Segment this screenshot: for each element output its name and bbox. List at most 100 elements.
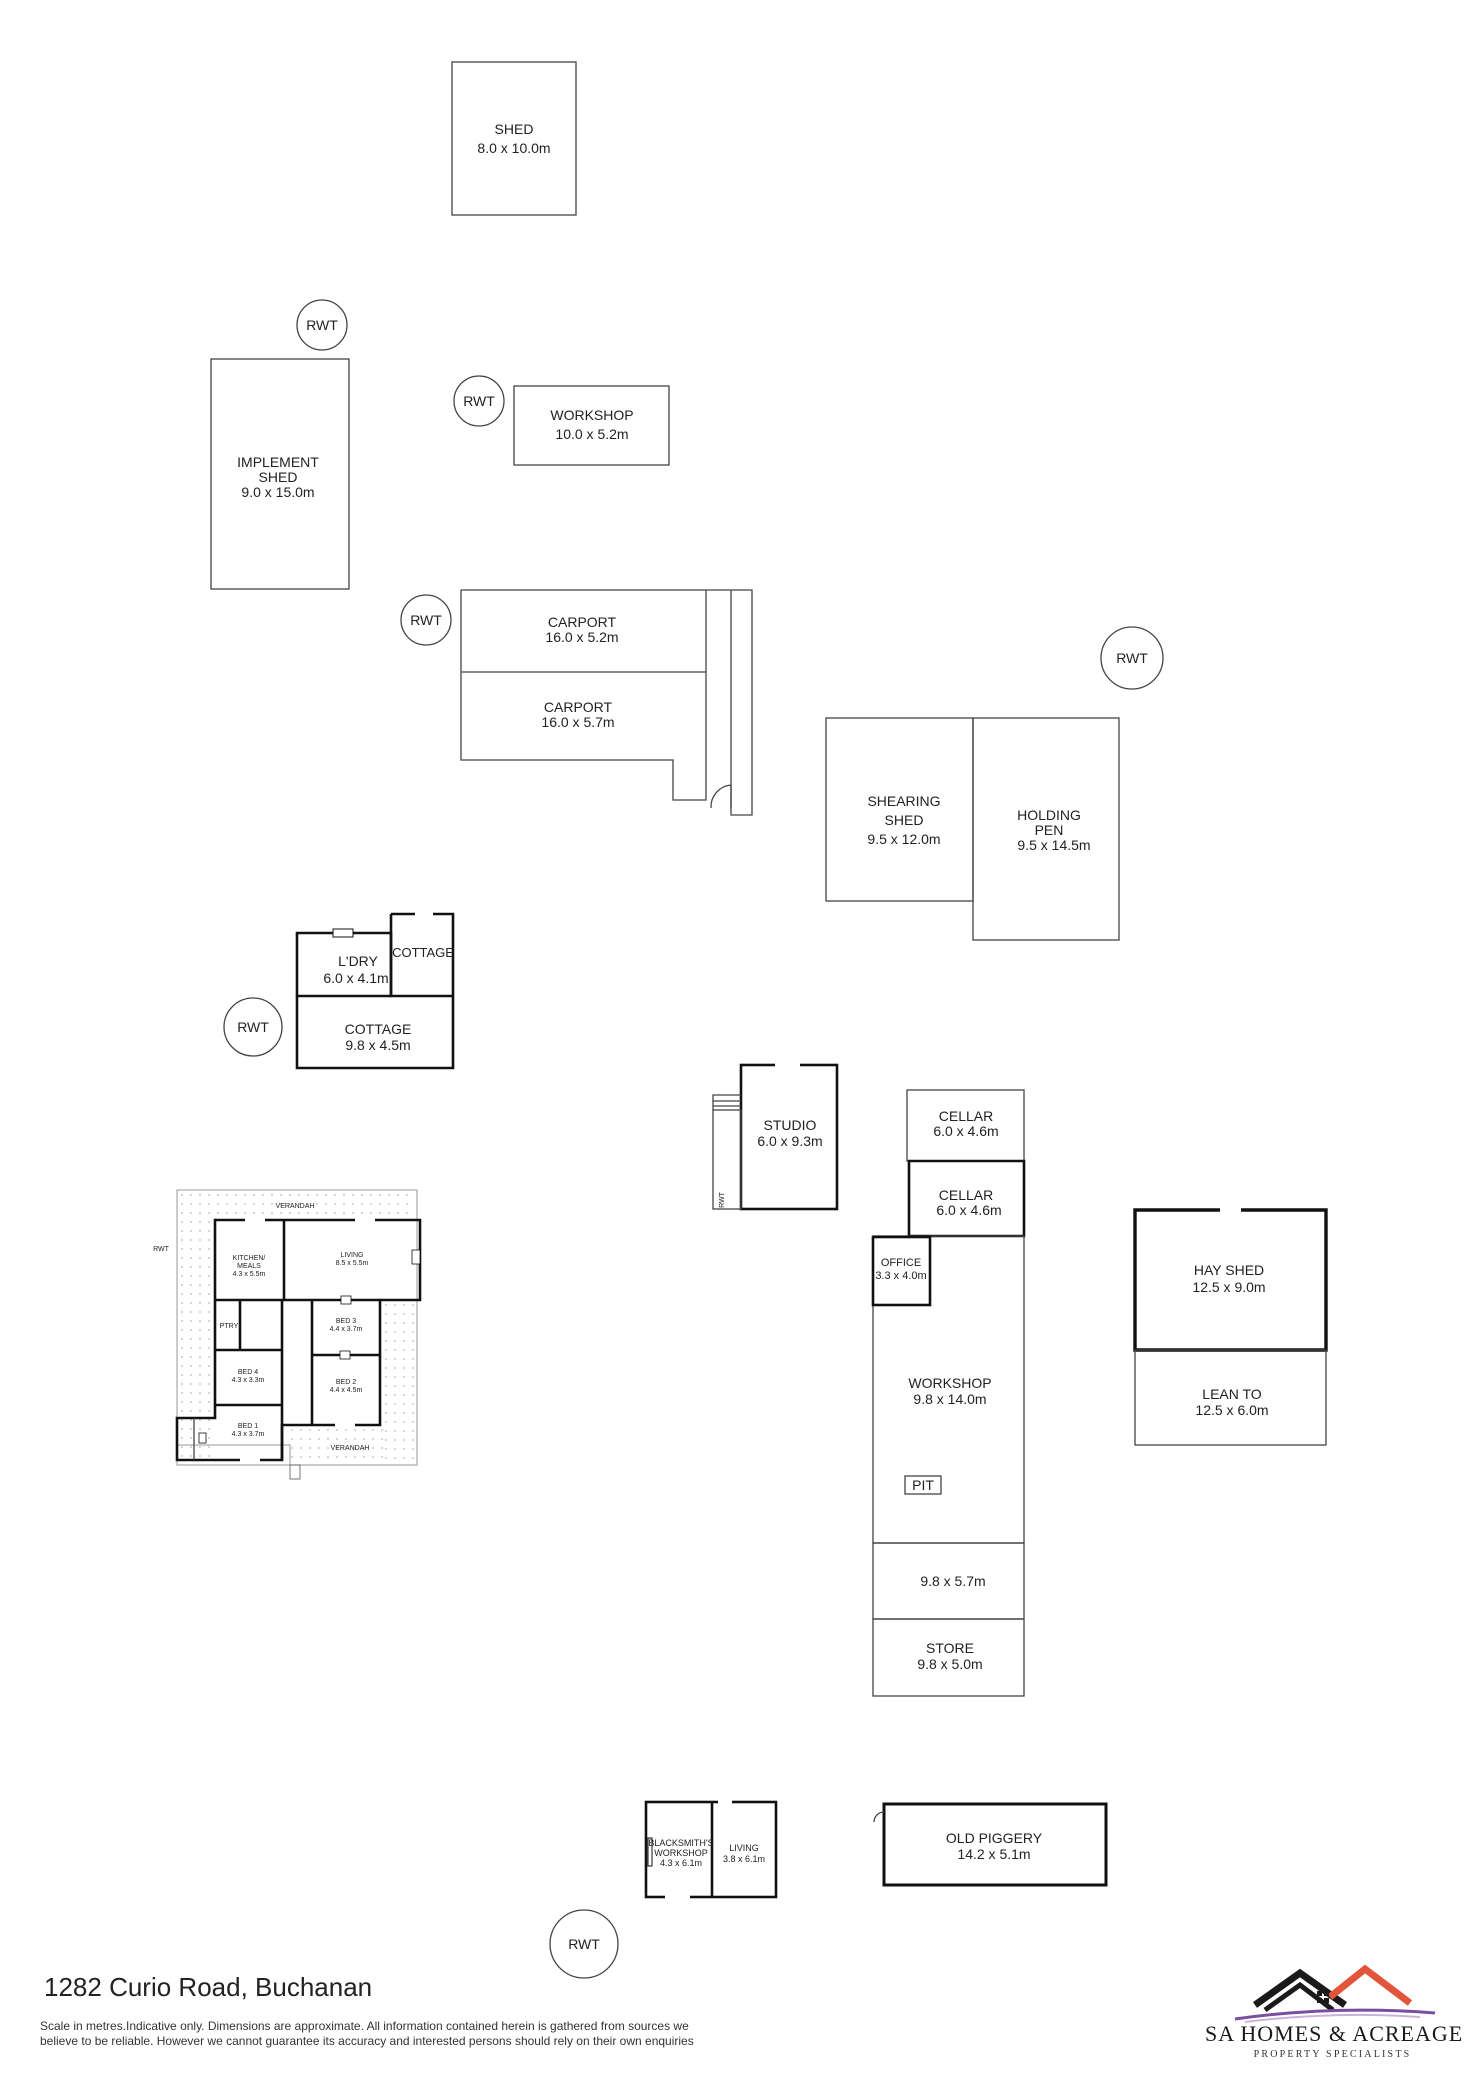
store: STORE 9.8 x 5.0m — [872, 1618, 1025, 1697]
workshop-main-size: 9.8 x 14.0m — [913, 1391, 986, 1407]
workshop-main: OFFICE 3.3 x 4.0m WORKSHOP 9.8 x 14.0m P… — [871, 1235, 1025, 1544]
rwt-tank-1: RWT — [296, 299, 348, 351]
store-name: STORE — [926, 1640, 974, 1656]
hay-shed-size: 12.5 x 9.0m — [1192, 1279, 1265, 1295]
house-rwt: RWT — [153, 1246, 170, 1253]
workshop-north-name: WORKSHOP — [550, 407, 633, 423]
rwt-label: RWT — [568, 1936, 600, 1952]
shed: SHED 8.0 x 10.0m — [451, 61, 577, 216]
brand-name: SA HOMES & ACREAGE — [1205, 2021, 1464, 2046]
rwt-tank-6: RWT — [549, 1909, 619, 1979]
rwt-label: RWT — [410, 612, 442, 628]
holding-pen-size: 9.5 x 14.5m — [1017, 837, 1090, 853]
kitchen-name-2: MEALS — [237, 1263, 261, 1270]
lean-to-size: 12.5 x 6.0m — [1195, 1402, 1268, 1418]
rwt-tank-5: RWT — [223, 997, 283, 1057]
workshop-ext-size: 9.8 x 5.7m — [920, 1573, 985, 1589]
living-small-name: LIVING — [729, 1843, 759, 1853]
bed4-size: 4.3 x 3.3m — [232, 1377, 265, 1384]
rwt-label: RWT — [463, 393, 495, 409]
workshop-north: WORKSHOP 10.0 x 5.2m — [513, 385, 670, 466]
main-house: VERANDAH VERANDAH RWT KITCHEN/ MEALS 4.3… — [153, 1189, 422, 1480]
property-address: 1282 Curio Road, Buchanan — [44, 1972, 373, 2002]
shearing-shed: SHEARING SHED 9.5 x 12.0m — [825, 717, 974, 902]
rwt-tank-3: RWT — [400, 594, 452, 646]
blacksmith-size: 4.3 x 6.1m — [660, 1858, 702, 1868]
shearing-shed-name-1: SHEARING — [867, 793, 940, 809]
bed3-size: 4.4 x 3.7m — [330, 1326, 363, 1333]
laundry-size: 6.0 x 4.1m — [323, 970, 388, 986]
carport-1-name: CARPORT — [548, 614, 617, 630]
bed3-name: BED 3 — [336, 1318, 356, 1325]
bed2-size: 4.4 x 4.5m — [330, 1387, 363, 1394]
shearing-shed-name-2: SHED — [885, 812, 924, 828]
workshop-extension: 9.8 x 5.7m — [872, 1542, 1025, 1620]
pantry-label: PTRY — [220, 1323, 239, 1330]
bed1-size: 4.3 x 3.7m — [232, 1431, 265, 1438]
holding-pen-name-1: HOLDING — [1017, 807, 1081, 823]
cellar-2-size: 6.0 x 4.6m — [936, 1202, 1001, 1218]
studio: RWT STUDIO 6.0 x 9.3m — [712, 1063, 839, 1211]
verandah-pattern — [181, 1194, 414, 1459]
brand-logo: SA HOMES & ACREAGE PROPERTY SPECIALISTS — [1205, 1955, 1464, 2075]
cellar-1: CELLAR 6.0 x 4.6m — [906, 1089, 1025, 1162]
cellar-1-size: 6.0 x 4.6m — [933, 1123, 998, 1139]
cellar-2: CELLAR 6.0 x 4.6m — [907, 1159, 1026, 1238]
old-piggery: OLD PIGGERY 14.2 x 5.1m — [873, 1802, 1108, 1887]
kitchen-name-1: KITCHEN/ — [233, 1255, 266, 1262]
implement-shed-name-2: SHED — [259, 469, 298, 485]
bed1-name: BED 1 — [238, 1423, 258, 1430]
verandah-top: VERANDAH — [276, 1203, 315, 1210]
holding-pen-name-2: PEN — [1035, 822, 1064, 838]
blacksmith-name-2: WORKSHOP — [654, 1848, 708, 1858]
cottage-small-name: COTTAGE — [392, 945, 454, 960]
studio-size: 6.0 x 9.3m — [757, 1133, 822, 1149]
blacksmith-block: BLACKSMITH'S WORKSHOP 4.3 x 6.1m LIVING … — [644, 1800, 778, 1899]
lean-to: LEAN TO 12.5 x 6.0m — [1134, 1349, 1327, 1446]
hay-shed-name: HAY SHED — [1194, 1262, 1264, 1278]
holding-pen: HOLDING PEN 9.5 x 14.5m — [972, 717, 1120, 941]
shed-name: SHED — [495, 121, 534, 137]
rwt-label: RWT — [306, 317, 338, 333]
implement-shed-name-1: IMPLEMENT — [237, 454, 319, 470]
implement-shed-size: 9.0 x 15.0m — [241, 484, 314, 500]
carport-2-name: CARPORT — [544, 699, 613, 715]
verandah-bottom: VERANDAH — [331, 1445, 370, 1452]
rwt-tank-2: RWT — [453, 375, 505, 427]
bed2-name: BED 2 — [336, 1379, 356, 1386]
cellar-1-name: CELLAR — [939, 1108, 993, 1124]
house-roof-icon — [1234, 1964, 1436, 2023]
implement-shed: IMPLEMENT SHED 9.0 x 15.0m — [210, 358, 350, 590]
disclaimer-text: Scale in metres.Indicative only. Dimensi… — [40, 2019, 694, 2048]
studio-name: STUDIO — [764, 1117, 817, 1133]
lean-to-name: LEAN TO — [1202, 1386, 1262, 1402]
cellar-2-name: CELLAR — [939, 1187, 993, 1203]
shed-size: 8.0 x 10.0m — [477, 140, 550, 156]
hay-shed: HAY SHED 12.5 x 9.0m — [1133, 1208, 1328, 1352]
living-size: 8.5 x 5.5m — [336, 1260, 369, 1267]
store-size: 9.8 x 5.0m — [917, 1656, 982, 1672]
shearing-shed-size: 9.5 x 12.0m — [867, 831, 940, 847]
kitchen-size: 4.3 x 5.5m — [233, 1271, 266, 1278]
living-name: LIVING — [341, 1252, 364, 1259]
old-piggery-name: OLD PIGGERY — [946, 1830, 1043, 1846]
blacksmith-name-1: BLACKSMITH'S — [648, 1838, 713, 1848]
svg-text:RWT: RWT — [719, 1191, 726, 1208]
bed4-name: BED 4 — [238, 1369, 258, 1376]
laundry-name: L'DRY — [338, 953, 378, 969]
workshop-north-size: 10.0 x 5.2m — [555, 426, 628, 442]
rwt-label: RWT — [1116, 650, 1148, 666]
rwt-label: RWT — [237, 1019, 269, 1035]
office-size: 3.3 x 4.0m — [875, 1270, 926, 1282]
brand-tagline: PROPERTY SPECIALISTS — [1253, 2049, 1412, 2060]
carport-1-size: 16.0 x 5.2m — [545, 629, 618, 645]
office-name: OFFICE — [881, 1257, 921, 1269]
carport-block: CARPORT 16.0 x 5.2m CARPORT 16.0 x 5.7m — [460, 589, 753, 816]
living-small-size: 3.8 x 6.1m — [723, 1854, 765, 1864]
carport-2-size: 16.0 x 5.7m — [541, 714, 614, 730]
old-piggery-size: 14.2 x 5.1m — [957, 1846, 1030, 1862]
cottage-name: COTTAGE — [345, 1021, 412, 1037]
workshop-main-name: WORKSHOP — [908, 1375, 991, 1391]
workshop-pit: PIT — [912, 1477, 934, 1493]
